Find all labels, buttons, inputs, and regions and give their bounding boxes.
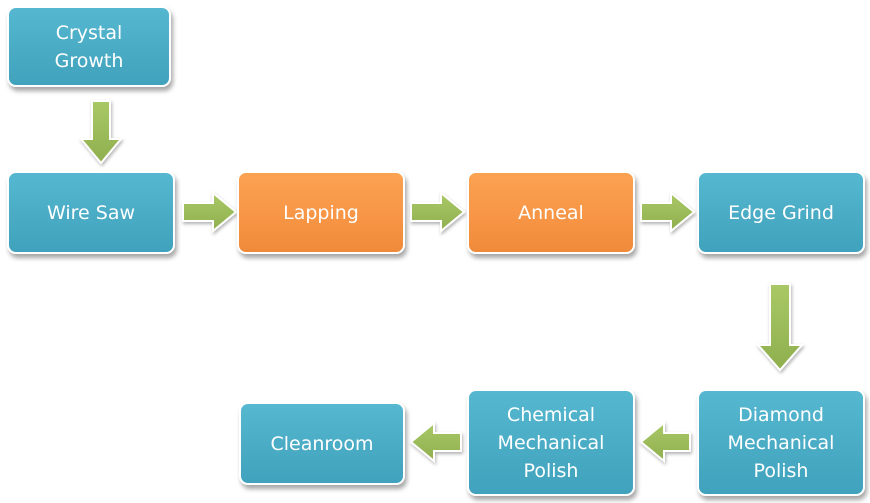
step-edge-grind: Edge Grind (697, 171, 865, 254)
step-label: Crystal Growth (54, 21, 124, 72)
step-diamond-mechanical-polish: Diamond Mechanical Polish (697, 389, 865, 496)
arrow-crystal-to-wiresaw (78, 100, 124, 165)
step-chemical-mechanical-polish: Chemical Mechanical Polish (467, 389, 635, 496)
step-cleanroom: Cleanroom (239, 402, 405, 485)
step-crystal-growth: Crystal Growth (7, 6, 171, 87)
arrow-anneal-to-edgegrind (640, 190, 696, 234)
step-wire-saw: Wire Saw (7, 171, 175, 254)
arrow-lapping-to-anneal (410, 190, 466, 234)
step-anneal: Anneal (467, 171, 635, 254)
arrow-edgegrind-to-diamond (755, 283, 805, 372)
step-label: Wire Saw (46, 201, 135, 224)
arrow-wiresaw-to-lapping (182, 190, 238, 234)
arrow-diamond-to-cmp (639, 420, 691, 464)
step-label: Cleanroom (270, 432, 374, 455)
step-label: Chemical Mechanical Polish (497, 403, 605, 482)
arrow-cmp-to-cleanroom (409, 420, 462, 464)
step-lapping: Lapping (237, 171, 405, 254)
step-label: Diamond Mechanical Polish (727, 403, 835, 482)
step-label: Anneal (518, 201, 584, 224)
step-label: Lapping (283, 201, 359, 224)
step-label: Edge Grind (728, 201, 834, 224)
